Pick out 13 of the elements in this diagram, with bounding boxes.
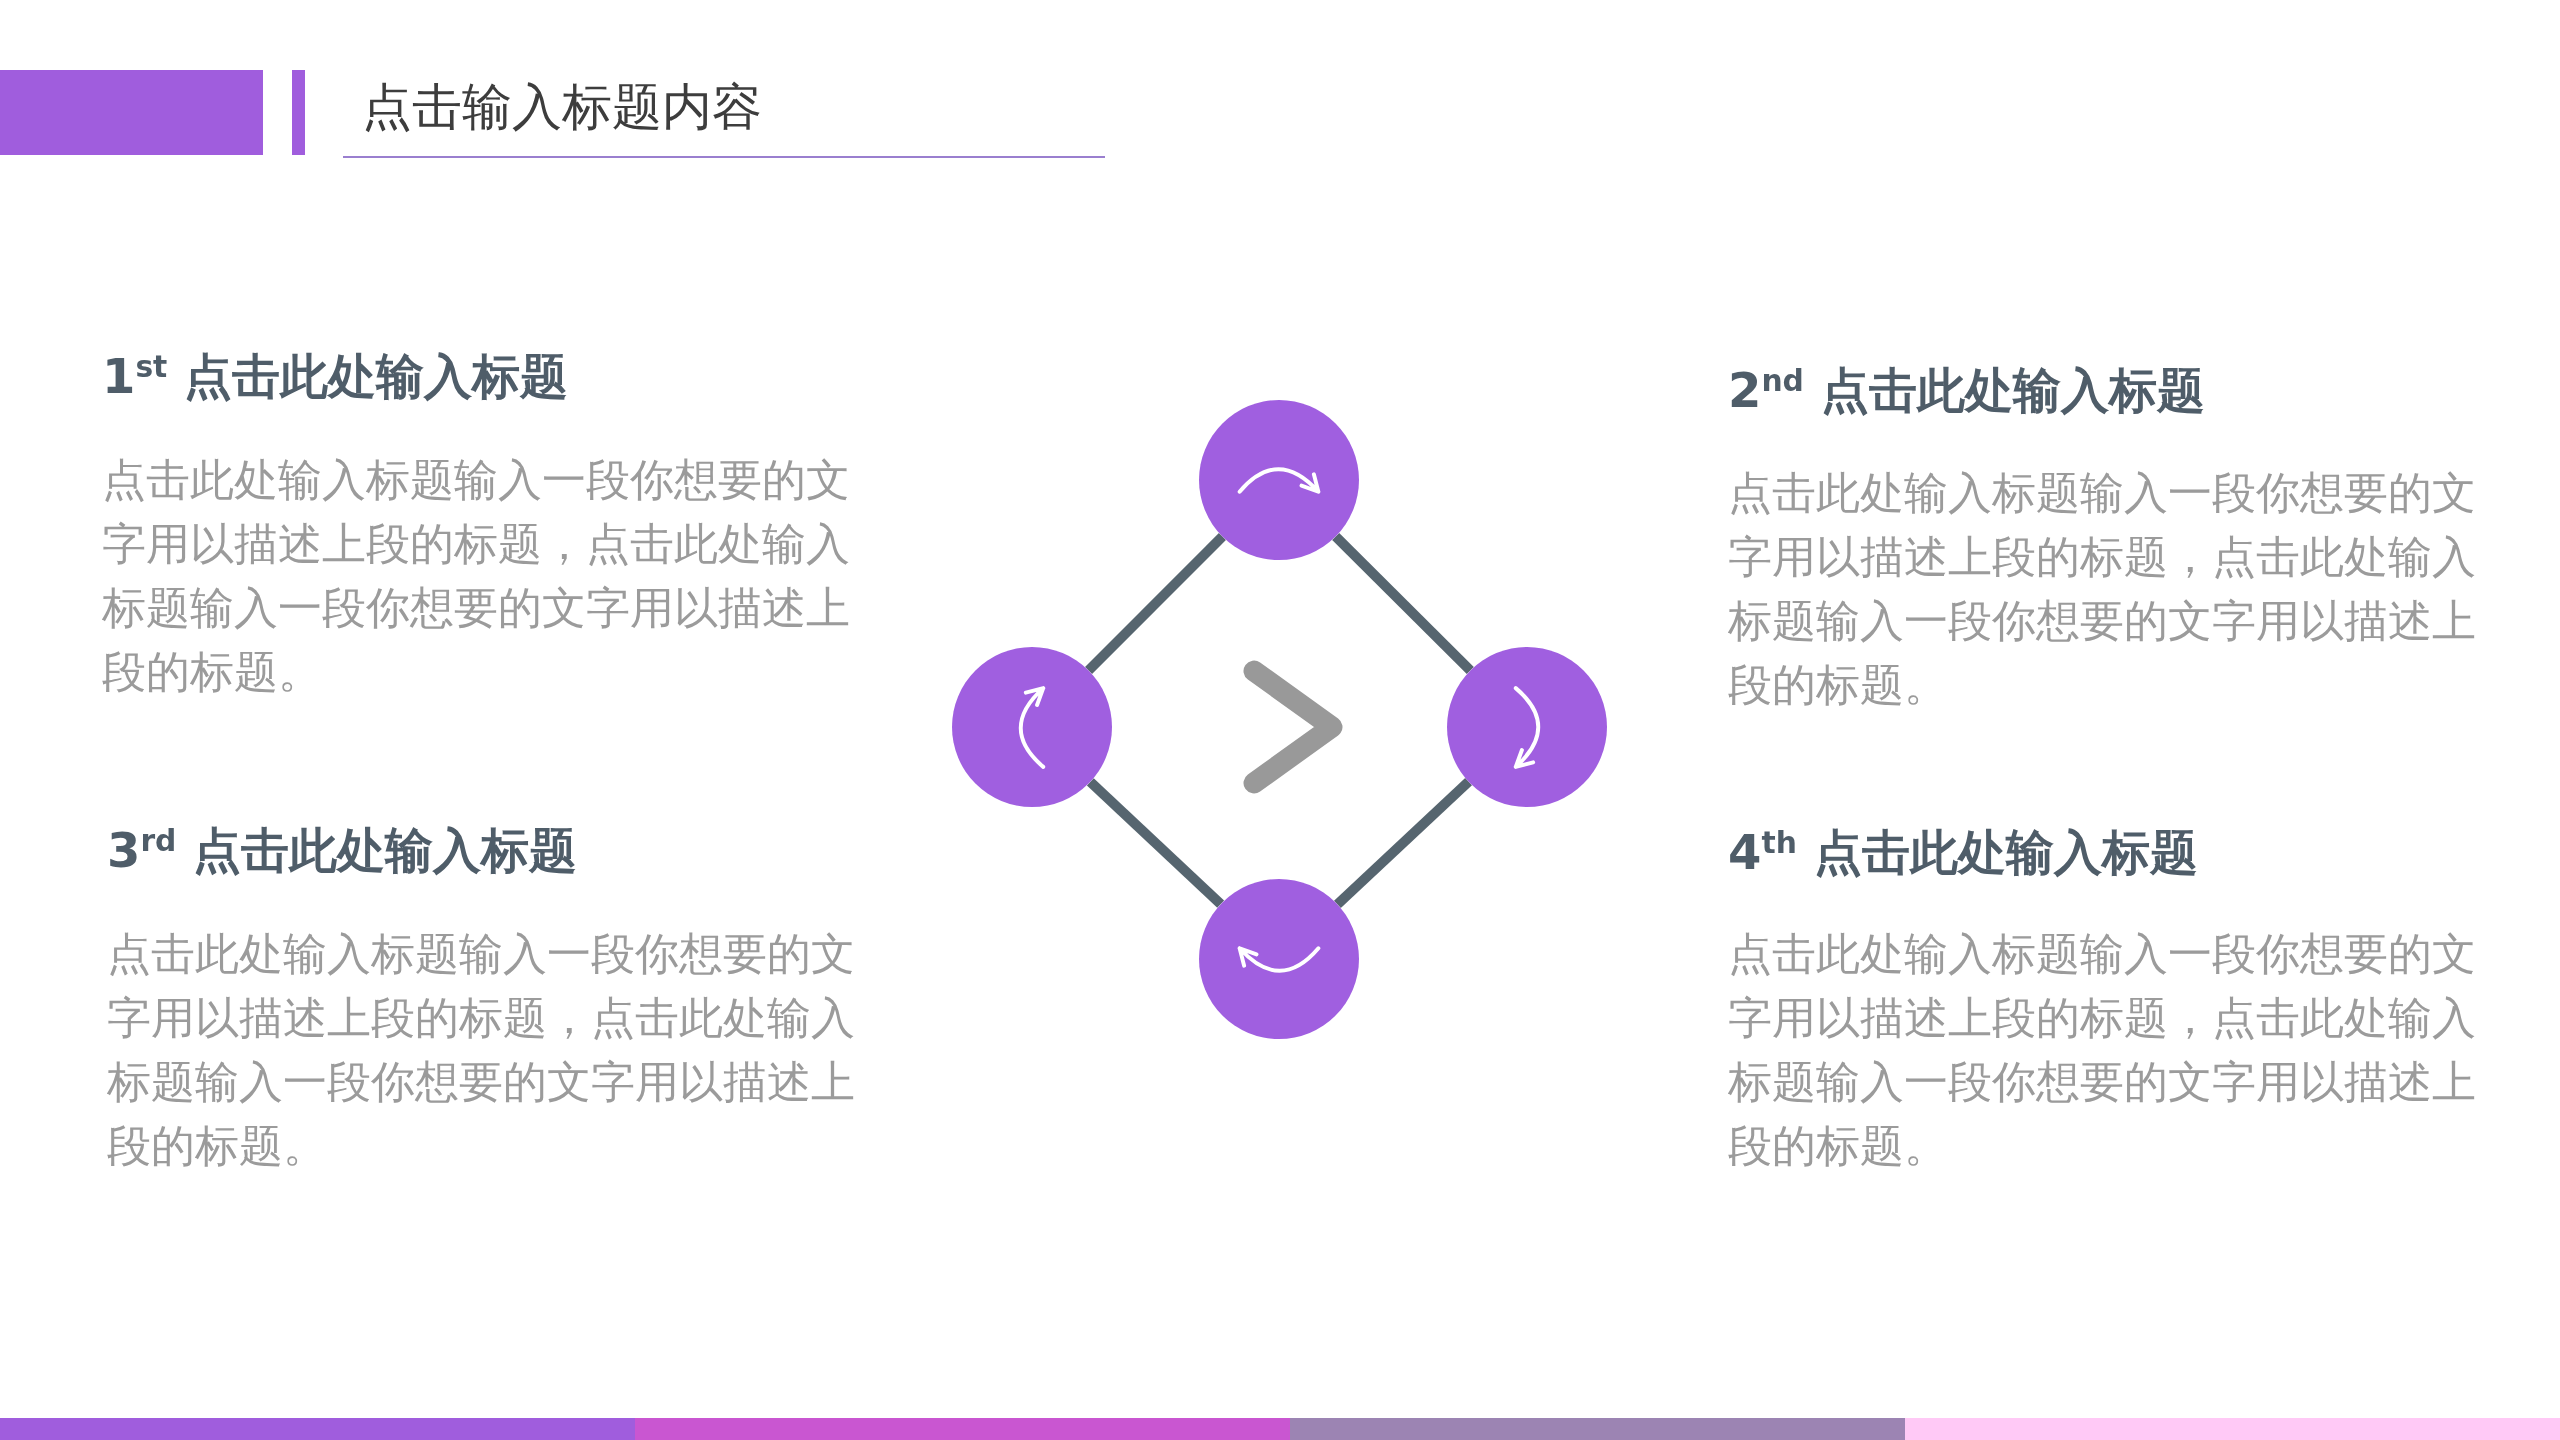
connector-line (1086, 778, 1225, 908)
section-text: 点击此处输入标题输入一段你想要的文字用以描述上段的标题，点击此处输入标题输入一段你想要的文字用以描述上段的标题。 (102, 453, 851, 699)
section-heading: 2$^{nd}$ 点击此处输入标题 (1728, 361, 2205, 420)
section-text: 点击此处输入标题输入一段你想要的文字用以描述上段的标题，点击此处输入标题输入一段你想要的文字用以描述上段的标题。 (107, 927, 856, 1173)
connector-line (1332, 532, 1474, 675)
section-text: 点击此处输入标题输入一段你想要的文字用以描述上段的标题，点击此处输入标题输入一段你想要的文字用以描述上段的标题。 (1728, 466, 2477, 712)
section-heading: 4$^{th}$ 点击此处输入标题 (1728, 823, 2198, 882)
connector-line (1085, 533, 1226, 674)
connector-line (1334, 778, 1472, 908)
section-heading: 1$^{st}$ 点击此处输入标题 (102, 347, 569, 406)
section-heading: 3$^{rd}$ 点击此处输入标题 (107, 821, 578, 880)
slide-title: 点击输入标题内容 (362, 77, 762, 138)
section-text: 点击此处输入标题输入一段你想要的文字用以描述上段的标题，点击此处输入标题输入一段你想要的文字用以描述上段的标题。 (1728, 927, 2477, 1173)
